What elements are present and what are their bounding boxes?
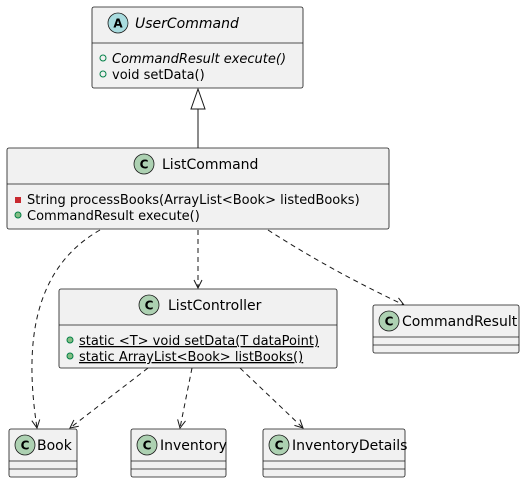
class-name: ListCommand [162, 157, 258, 173]
badge-letter: C [140, 158, 149, 172]
badge-letter: C [275, 439, 284, 453]
class-name: ListController [168, 298, 262, 314]
dependency-listcontroller-to-book [70, 367, 149, 428]
public-method-marker-icon [66, 352, 74, 360]
dependency-listcontroller-to-inventory [180, 367, 193, 428]
class-name: InventoryDetails [292, 438, 407, 454]
public-method-marker-icon [99, 54, 107, 62]
class-badge-icon [14, 434, 36, 456]
class-usercommand[interactable]: A UserCommand CommandResult execute() vo… [91, 6, 304, 89]
public-method-marker-icon [99, 70, 107, 78]
class-badge-icon [138, 294, 160, 316]
badge-letter: C [145, 299, 154, 313]
badge-letter: A [113, 17, 123, 31]
badge-letter: C [385, 315, 394, 329]
method-setdata: void setData() [112, 68, 205, 83]
generalization-listcommand-to-usercommand [190, 87, 206, 148]
class-commandresult[interactable]: C CommandResult [372, 304, 520, 354]
abstract-class-badge-icon [107, 12, 129, 34]
dependency-listcommand-to-book [32, 229, 101, 428]
method-processbooks: String processBooks(ArrayList<Book> list… [27, 193, 360, 208]
class-badge-icon [133, 153, 155, 175]
class-listcontroller[interactable]: C ListController static <T> void setData… [58, 288, 338, 369]
class-badge-icon [268, 434, 290, 456]
badge-letter: C [21, 439, 30, 453]
class-listcommand[interactable]: C ListCommand String processBooks(ArrayL… [6, 147, 390, 230]
class-inventorydetails[interactable]: C InventoryDetails [262, 428, 407, 478]
class-name: Book [37, 438, 73, 454]
class-name: Inventory [160, 438, 227, 454]
inheritance-triangle-icon [190, 87, 206, 110]
method-setdata: static <T> void setData(T dataPoint) [79, 334, 319, 349]
class-name: CommandResult [402, 314, 518, 330]
public-method-marker-icon [66, 336, 74, 344]
class-name: UserCommand [135, 16, 239, 32]
public-method-marker-icon [14, 211, 22, 219]
dependency-listcommand-to-commandresult [267, 229, 404, 305]
class-inventory[interactable]: C Inventory [130, 428, 227, 478]
dependency-listcontroller-to-inventorydetails [239, 367, 303, 428]
private-method-marker-icon [15, 197, 21, 203]
method-execute: CommandResult execute() [27, 209, 200, 224]
class-badge-icon [136, 434, 158, 456]
method-execute: CommandResult execute() [112, 52, 286, 67]
class-badge-icon [378, 310, 400, 332]
badge-letter: C [143, 439, 152, 453]
method-listbooks: static ArrayList<Book> listBooks() [79, 350, 303, 365]
class-book[interactable]: C Book [8, 428, 78, 478]
